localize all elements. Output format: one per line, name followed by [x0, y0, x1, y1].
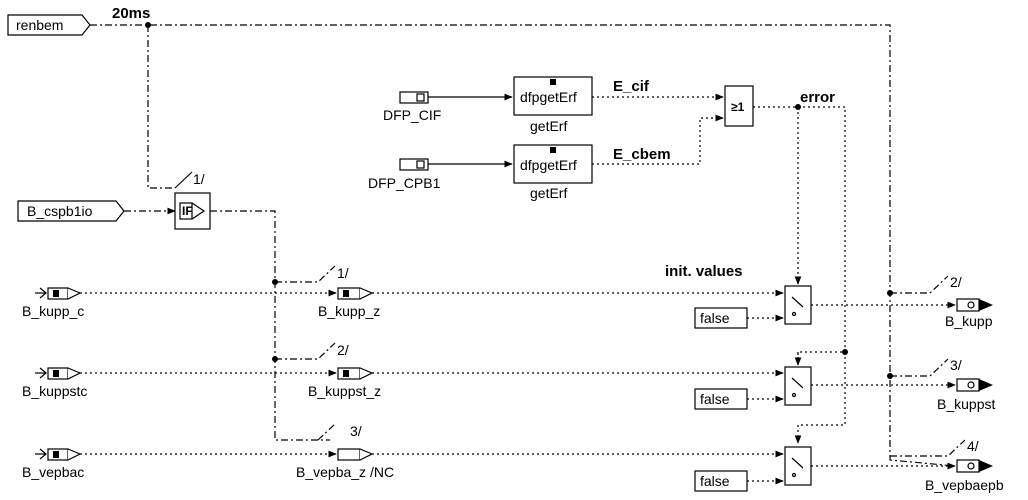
switch-2[interactable] — [784, 366, 812, 406]
internal-1-label: B_kupp_z — [318, 303, 380, 319]
renbem-label: renbem — [16, 17, 63, 33]
dfp-cif-label: DFP_CIF — [383, 107, 441, 123]
output-2-label: B_kuppst — [937, 396, 995, 412]
false-label-2: false — [700, 391, 730, 407]
b-cspb1io-input-port[interactable]: B_cspb1io — [17, 200, 125, 222]
or-block[interactable]: ≥1 — [724, 85, 754, 127]
internal-1[interactable]: B_kupp_z — [318, 287, 380, 319]
output-3-index: 4/ — [967, 438, 979, 454]
branch-2-label: 2/ — [337, 342, 349, 358]
dfp-cif-block[interactable]: DFP_CIF — [383, 91, 513, 123]
error-bus — [753, 106, 846, 365]
false-box-1[interactable]: false — [694, 307, 748, 329]
getErf-1-caption: getErf — [530, 118, 567, 134]
dfp-cpb1-label: DFP_CPB1 — [368, 175, 441, 191]
internal-2[interactable]: B_kuppst_z — [308, 367, 381, 399]
input-1-label: B_kupp_c — [22, 303, 84, 319]
input-row-2[interactable]: B_kuppstc — [22, 367, 87, 399]
internal-2-label: B_kuppst_z — [308, 383, 381, 399]
false-box-3[interactable]: false — [694, 470, 748, 492]
branch-3-label: 3/ — [350, 423, 362, 439]
false-box-2[interactable]: false — [694, 388, 748, 410]
output-2-index: 3/ — [950, 357, 962, 373]
or-block-label: ≥1 — [731, 100, 745, 114]
output-3-label: B_vepbaepb — [925, 477, 1004, 493]
e-cbem-label: E_cbem — [613, 146, 671, 163]
timer-20ms-label: 20ms — [112, 5, 150, 22]
internal-3-label: B_vepba_z /NC — [296, 464, 394, 480]
branch-1-label: 1/ — [337, 265, 349, 281]
switch-3[interactable] — [784, 446, 812, 486]
renbem-bus-line — [90, 24, 956, 467]
output-port-1[interactable]: B_kupp — [945, 298, 993, 329]
output-1-label: B_kupp — [945, 313, 993, 329]
output-1-index: 2/ — [950, 274, 962, 290]
renbem-input-port[interactable]: renbem — [7, 14, 91, 36]
getErf-block-2[interactable]: dfpgetErf getErf — [513, 144, 593, 201]
getErf-1-text: dfpgetErf — [520, 89, 577, 105]
input-2-label: B_kuppstc — [22, 383, 87, 399]
input-row-3[interactable]: B_vepbac — [22, 448, 84, 480]
false-label-1: false — [700, 310, 730, 326]
getErf-2-caption: getErf — [530, 185, 567, 201]
if-index-label: 1/ — [193, 171, 205, 187]
output-port-3[interactable]: B_vepbaepb — [925, 459, 1004, 493]
init-values-label: init. values — [665, 263, 743, 280]
false-label-3: false — [700, 473, 730, 489]
if-block[interactable]: IF — [174, 192, 211, 230]
b-cspb1io-label: B_cspb1io — [27, 203, 93, 219]
dfp-cpb1-block[interactable]: DFP_CPB1 — [368, 158, 513, 191]
getErf-2-text: dfpgetErf — [520, 157, 577, 173]
e-cif-label: E_cif — [613, 78, 650, 95]
input-row-1[interactable]: B_kupp_c — [22, 287, 84, 319]
internal-3[interactable]: B_vepba_z /NC — [296, 448, 394, 480]
error-label: error — [800, 89, 835, 106]
output-port-2[interactable]: B_kuppst — [937, 378, 995, 412]
getErf-block-1[interactable]: dfpgetErf getErf — [513, 76, 593, 134]
switch-1[interactable] — [784, 285, 812, 325]
input-3-label: B_vepbac — [22, 464, 84, 480]
renbem-to-if-line — [147, 25, 175, 189]
if-block-label: IF — [182, 204, 193, 218]
if-output-bus — [210, 210, 330, 441]
